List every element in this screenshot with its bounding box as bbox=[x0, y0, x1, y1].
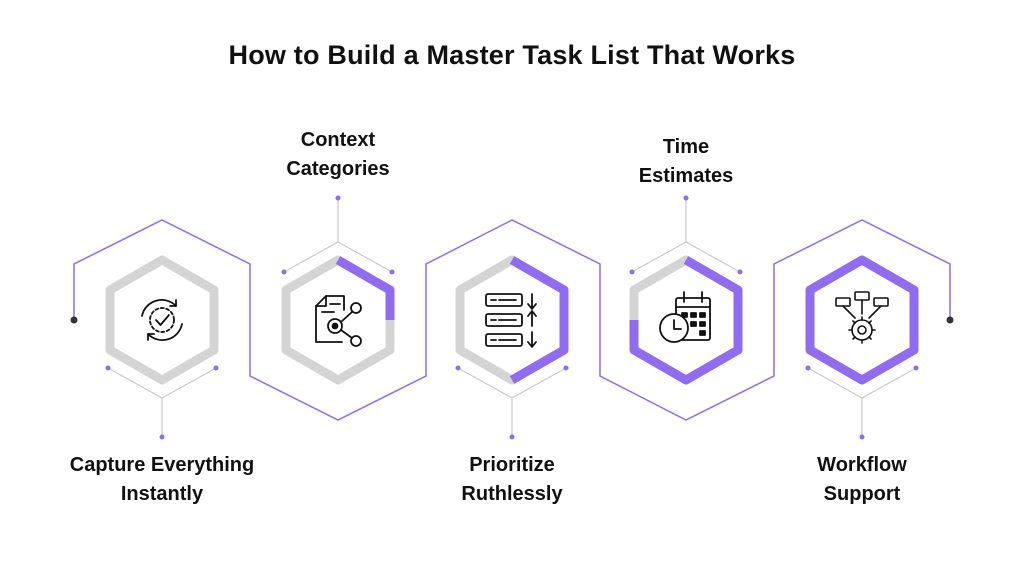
step-label-line: Instantly bbox=[120, 483, 204, 505]
connector-dot bbox=[683, 195, 689, 201]
connector-line bbox=[631, 241, 687, 273]
step-label-time: Time Estimates bbox=[566, 133, 806, 191]
connector-line bbox=[283, 241, 339, 273]
page-title: How to Build a Master Task List That Wor… bbox=[228, 40, 796, 70]
connector-dot bbox=[805, 365, 811, 371]
connector-dot bbox=[455, 365, 461, 371]
connector-line bbox=[861, 367, 917, 399]
connector-line bbox=[161, 367, 217, 399]
outline-path bbox=[73, 219, 951, 421]
calendar-clock-icon bbox=[659, 291, 711, 343]
hexagon-progress bbox=[281, 255, 395, 385]
hexagon-track bbox=[105, 255, 219, 385]
connector-dot bbox=[859, 434, 865, 440]
gear-network-icon bbox=[835, 291, 889, 344]
hexagon-progress bbox=[455, 255, 569, 385]
connector-dot bbox=[213, 365, 219, 371]
connector-dot bbox=[563, 365, 569, 371]
connector-dot bbox=[737, 269, 743, 275]
step-label-line: Estimates bbox=[638, 165, 734, 187]
document-share-icon bbox=[315, 295, 362, 347]
outline-end-dot-right bbox=[946, 316, 954, 324]
step-label-context: Context Categories bbox=[218, 126, 458, 184]
hexagon-progress bbox=[629, 255, 743, 385]
step-label-line: Support bbox=[823, 483, 901, 505]
step-label-line: Workflow bbox=[817, 454, 907, 476]
step-label-line: Capture Everything bbox=[69, 454, 255, 476]
connector-dot bbox=[389, 269, 395, 275]
connector-line bbox=[107, 367, 163, 399]
step-label-line: Categories bbox=[286, 158, 390, 180]
connector-dot bbox=[105, 365, 111, 371]
connector-dot bbox=[913, 365, 919, 371]
connector-line bbox=[511, 367, 567, 399]
step-label-line: Time bbox=[662, 136, 710, 158]
hexagon-progress bbox=[805, 255, 919, 385]
connector-dot bbox=[509, 434, 515, 440]
refresh-check-icon bbox=[141, 299, 183, 341]
sort-list-icon bbox=[485, 293, 537, 348]
connector-dot bbox=[335, 195, 341, 201]
connector-line bbox=[457, 367, 513, 399]
connector-line bbox=[685, 241, 741, 273]
connector-line bbox=[807, 367, 863, 399]
step-label-line: Prioritize bbox=[469, 454, 555, 476]
connector-dot bbox=[281, 269, 287, 275]
step-label-line: Ruthlessly bbox=[461, 483, 563, 505]
step-label-capture: Capture Everything Instantly bbox=[42, 451, 282, 509]
outline-end-dot-left bbox=[70, 316, 78, 324]
connector-dot bbox=[159, 434, 165, 440]
connector-line bbox=[337, 241, 393, 273]
step-label-workflow: Workflow Support bbox=[742, 451, 982, 509]
step-label-prioritize: Prioritize Ruthlessly bbox=[392, 451, 632, 509]
connector-dot bbox=[629, 269, 635, 275]
step-label-line: Context bbox=[300, 129, 376, 151]
